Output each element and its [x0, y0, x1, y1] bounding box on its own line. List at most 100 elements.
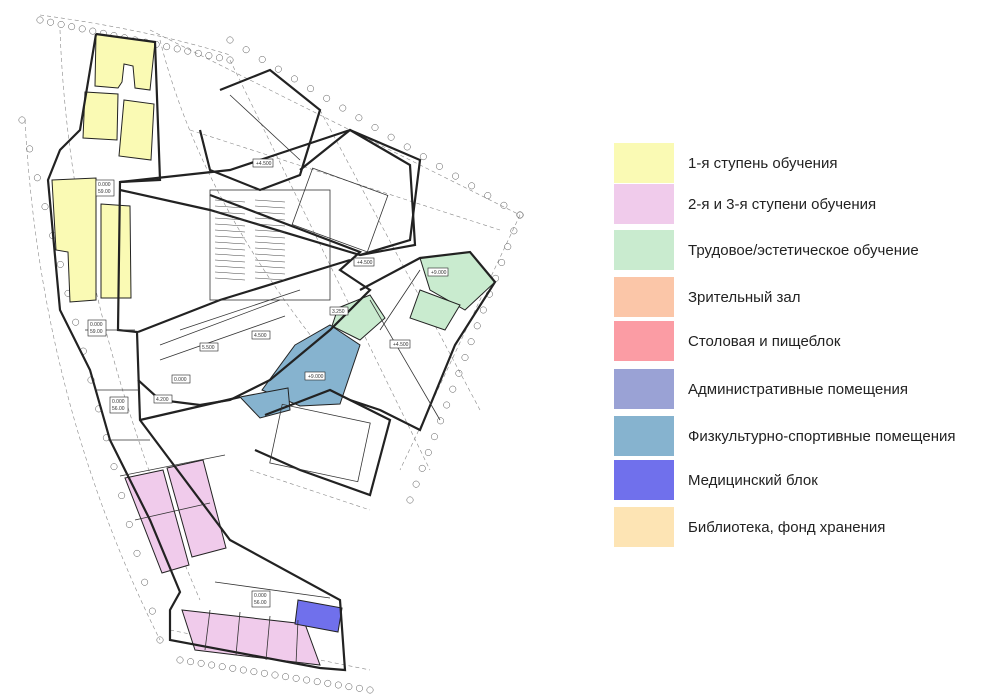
legend-label: Библиотека, фонд хранения	[688, 518, 886, 536]
seat-row	[214, 223, 246, 227]
grid-axis-marker	[89, 27, 97, 35]
seat-row	[214, 265, 246, 269]
seat-row	[254, 199, 286, 203]
grid-axis-marker	[133, 549, 141, 557]
zone-secondary-school	[124, 459, 321, 666]
seat-row	[254, 217, 286, 221]
zone-primary-school	[51, 33, 156, 303]
seat-row	[214, 247, 246, 251]
grid-axis-marker	[371, 124, 379, 131]
grid-axis-marker	[229, 664, 237, 672]
auditorium-seating	[214, 199, 286, 281]
grid-axis-marker	[339, 104, 347, 112]
legend-label: Зрительный зал	[688, 288, 801, 306]
grid-axis-marker	[430, 433, 438, 441]
legend-label: 2-я и 3-я ступени обучения	[688, 195, 877, 213]
grid-axis-marker	[387, 133, 395, 141]
grid-axis-marker	[118, 492, 126, 500]
grid-axis-marker	[504, 243, 512, 251]
grid-axis-marker	[72, 318, 80, 326]
grid-axis-marker	[239, 666, 247, 674]
level-tag: 56.00	[254, 600, 267, 606]
legend-label: Трудовое/эстетическое обучение	[688, 241, 919, 259]
legend-swatch	[614, 369, 674, 409]
level-tag: +4.500	[357, 260, 373, 266]
seat-row	[214, 271, 246, 275]
seat-row	[254, 205, 286, 209]
grid-axis-marker	[403, 143, 411, 151]
grid-axis-marker	[412, 480, 420, 488]
legend-swatch	[614, 184, 674, 224]
grid-axis-marker	[473, 322, 481, 330]
grid-axis-marker	[406, 496, 414, 504]
grid-axis-marker	[56, 260, 64, 268]
seat-row	[254, 277, 286, 281]
level-tag: 3.250	[332, 309, 345, 315]
grid-axis-marker	[110, 463, 118, 471]
level-tag: 0.000	[174, 377, 187, 383]
grid-axis-marker	[479, 306, 487, 314]
grid-axis-marker	[435, 162, 443, 170]
legend-item-sports: Физкультурно-спортивные помещения	[614, 416, 994, 456]
grid-axis-marker	[455, 369, 463, 377]
grid-axis-marker	[449, 385, 457, 393]
grid-axis-marker	[242, 46, 250, 54]
grid-axis-marker	[418, 464, 426, 472]
interior-partitions	[85, 94, 441, 665]
seat-row	[214, 277, 246, 281]
grid-axis-marker	[323, 94, 331, 102]
grid-axis-marker	[303, 676, 311, 684]
grid-axis-marker	[355, 114, 363, 122]
seat-row	[254, 265, 286, 269]
level-tag: 5.500	[202, 345, 215, 351]
seat-row	[214, 241, 246, 245]
grid-axis-marker	[205, 52, 213, 60]
grid-axis-marker	[355, 684, 363, 692]
grid-axis-marker	[194, 49, 202, 57]
level-tag: +4.500	[393, 342, 409, 348]
legend-swatch	[614, 321, 674, 361]
legend-swatch	[614, 143, 674, 183]
seat-row	[214, 253, 246, 257]
grid-axis-marker	[57, 20, 65, 28]
legend-swatch	[614, 460, 674, 500]
grid-axis-marker	[334, 681, 342, 689]
grid-axis-marker	[484, 192, 492, 200]
legend-label: Столовая и пищеблок	[688, 332, 841, 350]
legend-item-secondary-school: 2-я и 3-я ступени обучения	[614, 184, 994, 224]
grid-axis-marker	[187, 658, 195, 666]
grid-axis-marker	[292, 674, 300, 682]
grid-axis-marker	[271, 671, 279, 679]
seat-row	[254, 211, 286, 215]
grid-axis-marker	[437, 417, 445, 425]
grid-axis-marker	[208, 661, 216, 669]
grid-axis-marker	[461, 354, 469, 361]
grid-axis-marker	[141, 578, 149, 586]
grid-axis-marker	[313, 678, 321, 686]
grid-axis-marker	[500, 201, 508, 209]
grid-axis-marker	[260, 669, 268, 677]
legend-swatch	[614, 507, 674, 547]
legend-swatch	[614, 277, 674, 317]
zone-arts-labor	[331, 251, 496, 341]
grid-axis-marker	[468, 182, 476, 190]
grid-axis-marker	[498, 259, 506, 266]
grid-axis-marker	[345, 683, 353, 691]
seat-row	[254, 271, 286, 275]
legend-label: 1-я ступень обучения	[688, 154, 838, 172]
grid-axis-marker	[282, 673, 290, 681]
legend-label: Медицинский блок	[688, 471, 818, 489]
seat-row	[214, 235, 246, 239]
grid-axis-marker	[156, 636, 164, 644]
grid-axis-marker	[226, 36, 234, 44]
grid-axis-marker	[148, 607, 156, 615]
legend-item-administration: Административные помещения	[614, 369, 994, 409]
legend-item-canteen: Столовая и пищеблок	[614, 321, 994, 361]
grid-axis-marker	[366, 686, 374, 694]
level-tag: 59.00	[90, 329, 103, 335]
seat-row	[254, 223, 286, 227]
legend-item-library: Библиотека, фонд хранения	[614, 507, 994, 547]
grid-axis-marker	[467, 338, 475, 346]
grid-axis-marker	[125, 520, 133, 528]
legend-item-arts-labor: Трудовое/эстетическое обучение	[614, 230, 994, 270]
